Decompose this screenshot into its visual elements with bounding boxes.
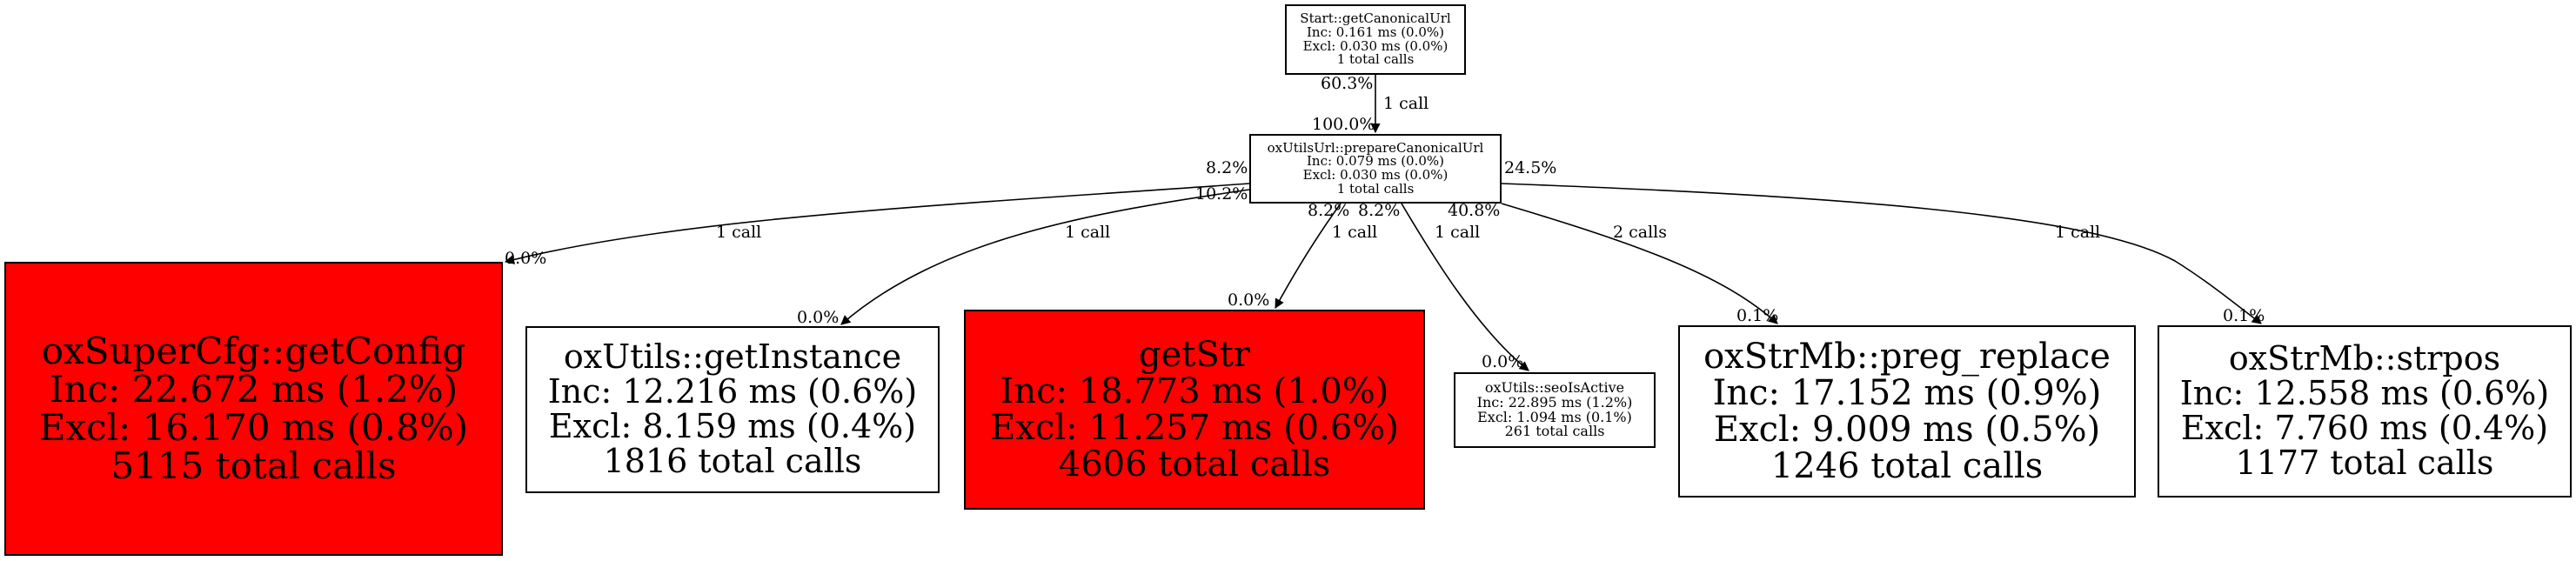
edge-prepare-strpos	[1501, 183, 2262, 324]
node-excl: Excl: 1.094 ms (0.1%)	[1477, 408, 1632, 425]
edge-label-strpos-calls: 1 call	[2055, 223, 2101, 242]
node-getstr[interactable]: getStr Inc: 18.773 ms (1.0%) Excl: 11.25…	[964, 310, 1425, 510]
edge-label-strpos-tail: 24.5%	[1504, 158, 1557, 177]
node-inc: Inc: 0.079 ms (0.0%)	[1306, 153, 1445, 170]
edge-prepare-pregreplace	[1501, 203, 1778, 324]
edge-label-seoisactive-head: 0.0%	[1482, 352, 1524, 371]
edge-label-seoisactive-calls: 1 call	[1435, 223, 1481, 242]
edge-label-getstr-tail: 8.2%	[1308, 201, 1350, 220]
node-title: oxUtilsUrl::prepareCanonicalUrl	[1267, 139, 1484, 156]
node-calls: 1816 total calls	[603, 441, 862, 480]
node-calls: 1246 total calls	[1770, 446, 2044, 486]
node-getconfig[interactable]: oxSuperCfg::getConfig Inc: 22.672 ms (1.…	[4, 262, 503, 556]
node-start[interactable]: Start::getCanonicalUrl Inc: 0.161 ms (0.…	[1285, 4, 1466, 75]
node-excl: Excl: 9.009 ms (0.5%)	[1713, 410, 2101, 450]
node-inc: Inc: 12.558 ms (0.6%)	[2179, 374, 2550, 413]
edge-prepare-getstr	[1275, 203, 1342, 309]
edge-label-getstr-head: 0.0%	[1228, 291, 1270, 310]
edge-label-pregreplace-head: 0.1%	[1736, 306, 1779, 325]
edge-label-strpos-head: 0.1%	[2223, 306, 2265, 325]
edge-label-getconfig-head: 0.0%	[505, 249, 547, 268]
edge-label-getinstance-head: 0.0%	[797, 308, 840, 327]
node-title: oxUtils::seoIsActive	[1484, 378, 1625, 396]
node-inc: Inc: 22.672 ms (1.2%)	[49, 367, 458, 411]
node-excl: Excl: 7.760 ms (0.4%)	[2180, 409, 2549, 447]
node-calls: 261 total calls	[1504, 423, 1605, 440]
edge-prepare-seoisactive	[1401, 203, 1529, 371]
node-pregreplace[interactable]: oxStrMb::preg_replace Inc: 17.152 ms (0.…	[1678, 325, 2136, 498]
node-title: oxUtils::getInstance	[563, 337, 902, 377]
edge-label-getinstance-tail: 10.2%	[1195, 184, 1248, 204]
node-calls: 1 total calls	[1336, 180, 1415, 197]
node-inc: Inc: 18.773 ms (1.0%)	[1000, 371, 1389, 411]
edge-label-start-prepare-tail: 60.3%	[1321, 74, 1374, 93]
node-calls: 4606 total calls	[1058, 444, 1331, 484]
node-excl: Excl: 8.159 ms (0.4%)	[548, 407, 917, 445]
node-excl: Excl: 11.257 ms (0.6%)	[990, 408, 1399, 448]
node-excl: Excl: 16.170 ms (0.8%)	[38, 406, 469, 449]
edge-label-start-prepare-head: 100.0%	[1312, 115, 1375, 134]
edge-label-getconfig-tail: 8.2%	[1206, 158, 1248, 177]
edge-label-getinstance-calls: 1 call	[1065, 223, 1111, 242]
node-title: Start::getCanonicalUrl	[1300, 10, 1451, 26]
node-calls: 1 total calls	[1336, 51, 1415, 68]
node-inc: Inc: 12.216 ms (0.6%)	[547, 372, 918, 411]
edge-prepare-getinstance	[840, 189, 1250, 325]
node-title: getStr	[1139, 335, 1250, 375]
edge-label-seoisactive-tail: 8.2%	[1358, 201, 1401, 220]
edge-label-getstr-calls: 1 call	[1332, 223, 1378, 242]
node-calls: 5115 total calls	[110, 444, 397, 488]
node-excl: Excl: 0.030 ms (0.0%)	[1302, 37, 1449, 54]
edge-label-getconfig-calls: 1 call	[716, 223, 762, 242]
node-strpos[interactable]: oxStrMb::strpos Inc: 12.558 ms (0.6%) Ex…	[2158, 325, 2572, 498]
edge-label-start-prepare-calls: 1 call	[1383, 94, 1429, 113]
node-calls: 1177 total calls	[2235, 443, 2494, 482]
edge-prepare-getconfig	[504, 183, 1250, 264]
edge-label-pregreplace-tail: 40.8%	[1448, 201, 1501, 220]
node-inc: Inc: 0.161 ms (0.0%)	[1306, 23, 1445, 40]
edge-label-pregreplace-calls: 2 calls	[1613, 223, 1668, 242]
node-title: oxStrMb::strpos	[2228, 339, 2501, 378]
node-prepare[interactable]: oxUtilsUrl::prepareCanonicalUrl Inc: 0.0…	[1249, 134, 1502, 204]
node-getinstance[interactable]: oxUtils::getInstance Inc: 12.216 ms (0.6…	[525, 326, 940, 493]
node-title: oxStrMb::preg_replace	[1703, 337, 2111, 377]
node-inc: Inc: 22.895 ms (1.2%)	[1476, 393, 1633, 411]
node-inc: Inc: 17.152 ms (0.9%)	[1712, 373, 2102, 413]
node-title: oxSuperCfg::getConfig	[41, 329, 466, 372]
node-seoisactive[interactable]: oxUtils::seoIsActive Inc: 22.895 ms (1.2…	[1454, 372, 1656, 448]
node-excl: Excl: 0.030 ms (0.0%)	[1302, 167, 1449, 183]
